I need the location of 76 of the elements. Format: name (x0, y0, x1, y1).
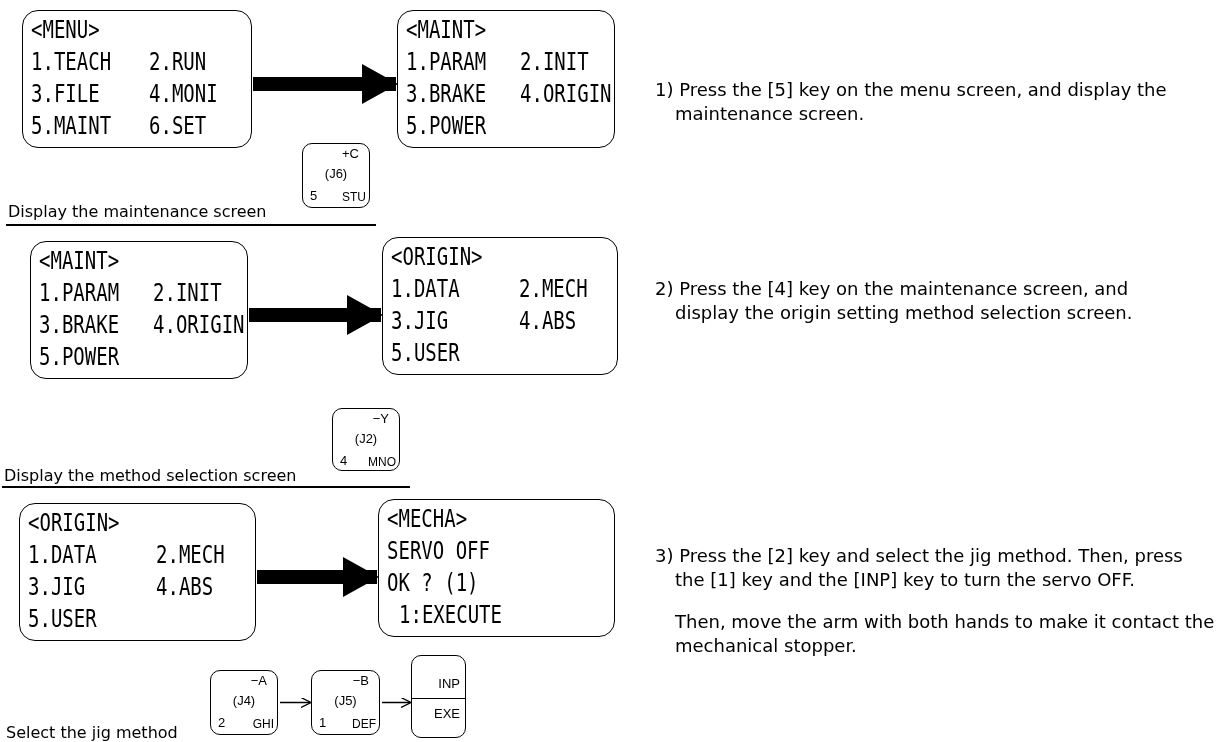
lcd-screen (382, 237, 618, 375)
caption: Display the maintenance screen (8, 202, 267, 222)
key-label: (J5) (333, 693, 358, 708)
screen-text: 1:EXECUTE (399, 600, 502, 630)
screen-text: 5.USER (28, 604, 97, 634)
key-label: (J6) (323, 166, 349, 181)
instruction-text: 2) Press the [4] key on the maintenance screen, and display the origin setting method selection screen. (655, 277, 1134, 325)
key-label: 1 (319, 715, 327, 730)
key-label: EXE (434, 705, 460, 721)
screen-text: 3.JIG (28, 572, 86, 602)
key-label: −B (352, 673, 369, 688)
key-label: (J4) (231, 693, 257, 708)
instruction-text: Then, move the arm with both hands to make it contact the mechanical stopper. (674, 610, 1215, 658)
screen-text: 1.DATA (391, 274, 460, 304)
arrow (253, 64, 398, 104)
key-label: 5 (310, 188, 318, 203)
key-label: 4 (340, 453, 348, 468)
arrow (257, 557, 379, 597)
screen-text: 2.INIT (153, 278, 222, 308)
screen-text: 3.BRAKE (406, 79, 487, 109)
lcd-screen (19, 503, 256, 641)
keypad-key (311, 670, 380, 735)
key-label: (J2) (353, 431, 379, 446)
screen-text: 1.DATA (28, 540, 97, 570)
screen-text: 3.BRAKE (39, 310, 120, 340)
screen-text: 3.JIG (391, 306, 449, 336)
lcd-screen (378, 499, 615, 637)
key-label: INP (438, 675, 460, 691)
screen-text: 3.FILE (31, 79, 100, 109)
key-label: −A (250, 673, 267, 688)
key-label: 2 (218, 715, 226, 730)
screen-text: 5.MAINT (31, 111, 112, 141)
keypad-key (302, 143, 370, 208)
screen-text: 5.POWER (39, 342, 120, 372)
keypad-key (332, 408, 400, 471)
instruction-text: 3) Press the [2] key and select the jig method. Then, press the [1] key and the [INP] key to turn the servo OFF. (655, 544, 1184, 592)
caption: Select the jig method (6, 723, 178, 742)
key-label: STU (342, 190, 366, 205)
screen-text: <MECHA> (387, 504, 468, 534)
screen-text: 4.ABS (156, 572, 214, 602)
key-label: MNO (368, 455, 396, 470)
screen-text: 5.POWER (406, 111, 487, 141)
keypad-key (210, 670, 278, 735)
screen-text: 6.SET (149, 111, 207, 141)
lcd-screen (30, 241, 248, 379)
screen-text: <MENU> (31, 15, 100, 45)
screen-text: <ORIGIN> (391, 242, 483, 272)
screen-text: 4.ORIGIN (153, 310, 245, 340)
screen-text: 4.ABS (519, 306, 577, 336)
screen-text: 5.USER (391, 338, 460, 368)
screen-text: 4.ORIGIN (520, 79, 612, 109)
caption: Display the method selection screen (4, 466, 297, 486)
arrow (381, 696, 412, 709)
key-label: +C (342, 146, 359, 161)
screen-text: 1.PARAM (39, 278, 120, 308)
screen-text: 4.MONI (149, 79, 218, 109)
key-label: GHI (252, 717, 274, 732)
lcd-screen (22, 10, 252, 148)
screen-text: <MAINT> (39, 246, 120, 276)
screen-text: 1.TEACH (31, 47, 112, 77)
key-label: DEF (352, 717, 376, 732)
arrow (279, 696, 312, 709)
screen-text: <MAINT> (406, 15, 487, 45)
instruction-text: 1) Press the [5] key on the menu screen, and display the maintenance screen. (655, 78, 1168, 126)
screen-text: SERVO OFF (387, 536, 490, 566)
arrow (249, 295, 383, 335)
screen-text: 1.PARAM (406, 47, 487, 77)
screen-text: OK ? (1) (387, 568, 479, 598)
screen-text: 2.MECH (156, 540, 225, 570)
screen-text: 2.MECH (519, 274, 588, 304)
lcd-screen (397, 10, 615, 148)
key-label: −Y (372, 411, 389, 426)
screen-text: 2.RUN (149, 47, 207, 77)
screen-text: <ORIGIN> (28, 508, 120, 538)
enter-key (411, 655, 466, 738)
screen-text: 2.INIT (520, 47, 589, 77)
